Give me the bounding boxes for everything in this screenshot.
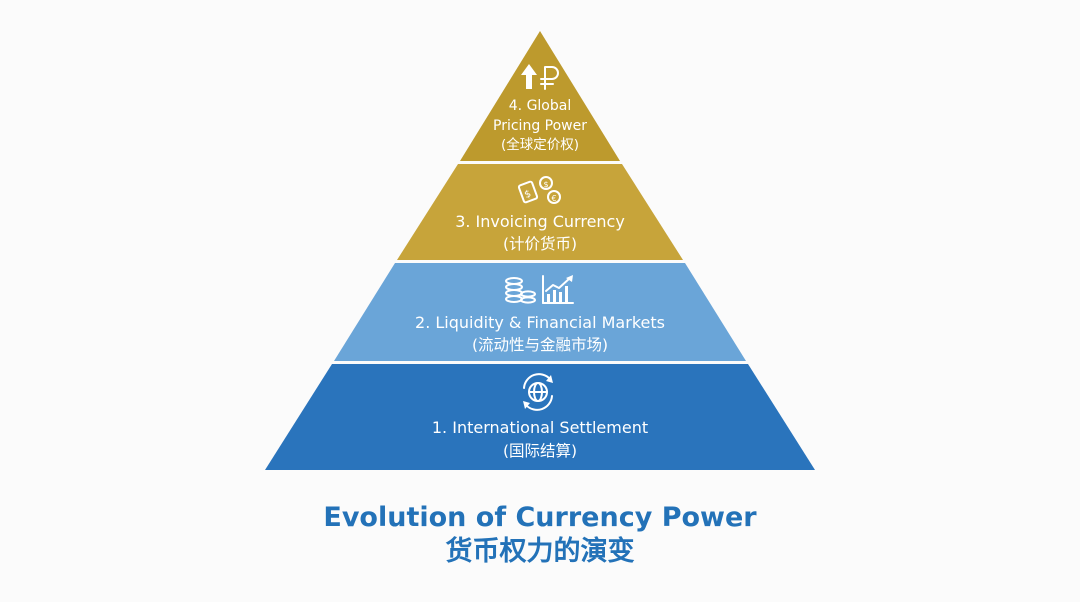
tier-1-shape <box>265 364 815 470</box>
tier-1-label-en: 1. International Settlement <box>432 418 648 437</box>
svg-text:$: $ <box>543 180 548 189</box>
tier-3-label-en: 3. Invoicing Currency <box>455 212 625 231</box>
tier-4-label-zh: (全球定价权) <box>501 136 579 153</box>
diagram-title-zh: 货币权力的演变 <box>446 535 635 567</box>
coins-chart-icon <box>505 275 574 304</box>
tier-2-label-en: 2. Liquidity & Financial Markets <box>415 313 665 332</box>
tier-2-liquidity-financial-markets: 2. Liquidity & Financial Markets (流动性与金融… <box>334 263 746 361</box>
arrow-up-ruble-icon <box>521 64 559 90</box>
tier-1-label-zh: (国际结算) <box>503 441 577 460</box>
currency-tags-icon: $ $ € <box>517 176 561 204</box>
tier-4-label-en-line1: 4. Global <box>509 98 571 114</box>
tier-3-invoicing-currency: $ $ € 3. Invoicing Currency (计价货币) <box>397 164 683 260</box>
tier-4-global-pricing-power: 4. Global Pricing Power (全球定价权) <box>460 31 620 161</box>
tier-4-shape <box>460 31 620 161</box>
tier-3-label-zh: (计价货币) <box>503 235 577 253</box>
coins-stack-icon <box>505 277 536 304</box>
tier-4-label-en-line2: Pricing Power <box>493 118 587 134</box>
tier-1-international-settlement: 1. International Settlement (国际结算) <box>265 364 815 470</box>
diagram-title-en: Evolution of Currency Power <box>323 502 757 533</box>
tier-2-shape <box>334 263 746 361</box>
bar-chart-trend-icon <box>542 275 574 304</box>
tier-3-shape <box>397 164 683 260</box>
globe-cycle-icon <box>523 373 553 411</box>
svg-text:$: $ <box>523 188 533 201</box>
svg-text:€: € <box>551 194 556 203</box>
tier-2-label-zh: (流动性与金融市场) <box>472 336 608 354</box>
